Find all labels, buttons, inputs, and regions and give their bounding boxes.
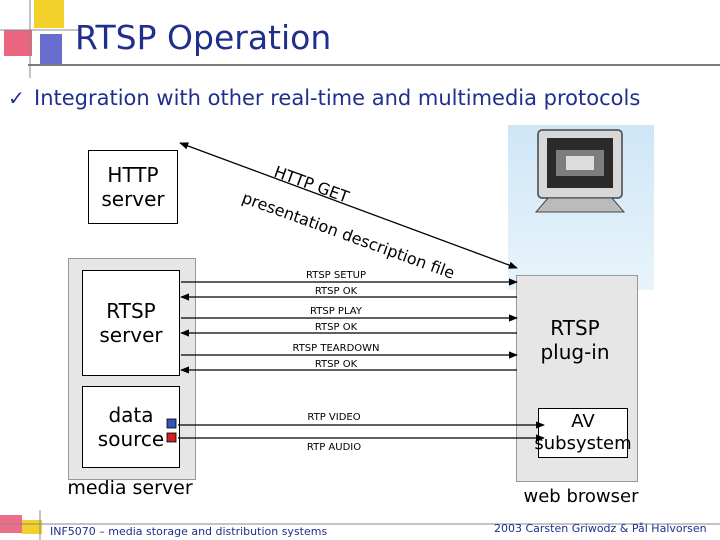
http-server-label-2: server (101, 187, 165, 211)
http-server-box: HTTP server (88, 150, 178, 224)
rtsp-server-box: RTSP server (82, 270, 180, 376)
data-source-label-1: data (108, 403, 154, 427)
rtsp-plugin-label-2: plug-in (540, 340, 610, 364)
audio-port-icon (166, 432, 177, 443)
av-subsystem-label-2: subsystem (534, 433, 632, 454)
deco-square-yellow (34, 0, 64, 28)
slide-title: RTSP Operation (75, 18, 332, 57)
web-browser-label: web browser (523, 486, 639, 507)
deco-square-red (4, 30, 32, 56)
title-rule (28, 64, 720, 66)
rtsp-setup-ok-label: RTSP OK (314, 286, 358, 297)
footer-course: INF5070 – media storage and distribution… (50, 525, 328, 538)
bullet-text: Integration with other real-time and mul… (34, 86, 641, 110)
rtsp-play-label: RTSP PLAY (310, 306, 362, 317)
http-get-arrow (179, 142, 518, 269)
rtsp-plugin-label-1: RTSP (550, 316, 600, 340)
rtsp-play-ok-label: RTSP OK (314, 322, 358, 333)
checkmark-icon: ✓ (8, 86, 25, 110)
video-port-icon (166, 418, 177, 429)
http-server-label-1: HTTP (107, 163, 159, 187)
data-source-box: data source (82, 386, 180, 468)
rtsp-teardown-ok-label: RTSP OK (314, 359, 358, 370)
footer-authors: 2003 Carsten Griwodz & Pål Halvorsen (494, 522, 707, 535)
av-subsystem-label-1: AV (571, 411, 595, 432)
rtsp-setup-label: RTSP SETUP (305, 270, 366, 281)
rtsp-server-label-1: RTSP (106, 299, 156, 323)
deco-square-blue (40, 34, 62, 64)
media-server-label: media server (67, 477, 193, 499)
av-subsystem-box: AV subsystem (534, 408, 632, 458)
rtp-video-label: RTP VIDEO (307, 412, 361, 423)
rtp-audio-label: RTP AUDIO (306, 442, 362, 453)
rtsp-server-label-2: server (99, 323, 163, 347)
rtsp-teardown-label: RTSP TEARDOWN (292, 343, 380, 354)
data-source-label-2: source (97, 427, 165, 451)
rtsp-plugin-label: RTSP plug-in (520, 312, 630, 368)
